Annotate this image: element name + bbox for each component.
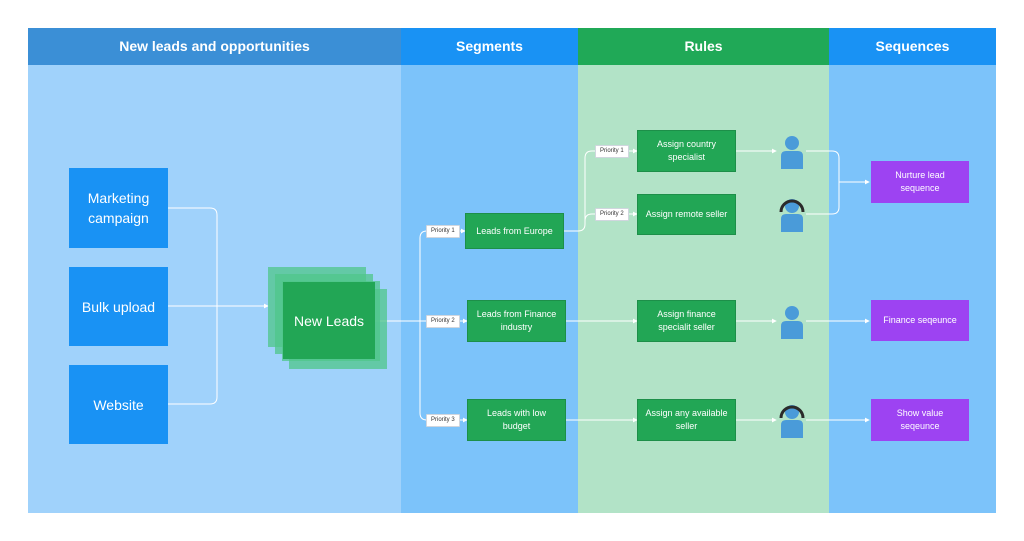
segment-priority-tag: Priority 3 xyxy=(426,414,460,427)
remote-person-icon xyxy=(779,405,805,438)
segment-priority-tag: Priority 1 xyxy=(426,225,460,238)
person-icon xyxy=(781,136,803,169)
column-header-segments: Segments xyxy=(401,28,578,65)
column-header-sequences: Sequences xyxy=(829,28,996,65)
segment-priority-tag: Priority 2 xyxy=(426,315,460,328)
segment-low-budget[interactable]: Leads with low budget xyxy=(467,399,566,441)
rule-priority-tag: Priority 2 xyxy=(595,208,629,221)
segment-europe[interactable]: Leads from Europe xyxy=(465,213,564,249)
source-marketing-campaign[interactable]: Marketing campaign xyxy=(69,168,168,248)
rule-priority-tag: Priority 1 xyxy=(595,145,629,158)
column-body-sequences xyxy=(829,65,996,513)
source-bulk-upload[interactable]: Bulk upload xyxy=(69,267,168,346)
column-header-new-leads: New leads and opportunities xyxy=(28,28,401,65)
person-icon xyxy=(781,306,803,339)
column-header-rules: Rules xyxy=(578,28,829,65)
column-body-segments xyxy=(401,65,578,513)
rule-remote-seller[interactable]: Assign remote seller xyxy=(637,194,736,235)
source-website[interactable]: Website xyxy=(69,365,168,444)
rule-country-specialist[interactable]: Assign country specialist xyxy=(637,130,736,172)
sequence-show-value[interactable]: Show value seqeunce xyxy=(871,399,969,441)
rule-any-available[interactable]: Assign any available seller xyxy=(637,399,736,441)
sequence-nurture-lead[interactable]: Nurture lead sequence xyxy=(871,161,969,203)
remote-person-icon xyxy=(779,199,805,232)
new-leads-node[interactable]: New Leads xyxy=(283,282,375,359)
segment-finance[interactable]: Leads from Finance industry xyxy=(467,300,566,342)
sequence-finance[interactable]: Finance seqeunce xyxy=(871,300,969,341)
rule-finance-specialist[interactable]: Assign finance specialit seller xyxy=(637,300,736,342)
